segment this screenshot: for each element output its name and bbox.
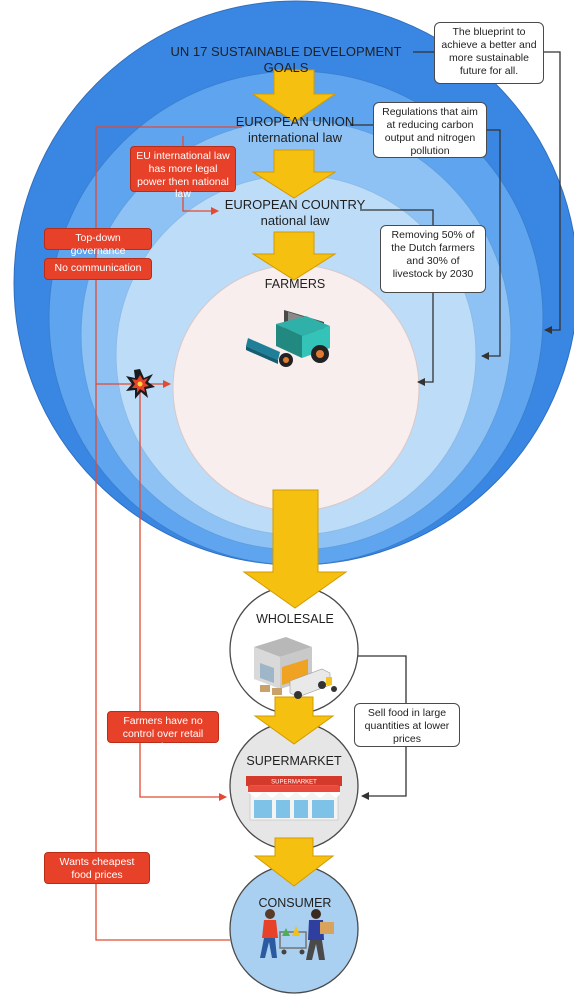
no-control-issue: Farmers have no control over retail pric… bbox=[107, 711, 219, 753]
flow-arrow-farmers-to-wholesale bbox=[242, 489, 348, 609]
supermarket-storefront-icon: SUPERMARKET bbox=[246, 776, 342, 821]
connector-regulations bbox=[481, 129, 501, 360]
eu-subtitle: international law bbox=[248, 130, 342, 145]
farmers-label: FARMERS bbox=[264, 277, 326, 291]
supermarket-sign-text: SUPERMARKET bbox=[271, 780, 317, 786]
warehouse-icon bbox=[254, 637, 337, 699]
supermarket-label: SUPERMARKET bbox=[246, 754, 342, 768]
flow-arrow-eu-to-country bbox=[251, 149, 337, 199]
removing-note: Removing 50% of the Dutch farmers and 30… bbox=[380, 225, 486, 293]
un-goals-label: UN 17 SUSTAINABLE DEVELOPMENT GOALS bbox=[170, 44, 402, 75]
connector-removing bbox=[417, 256, 434, 386]
eu-law-power-issue: EU international law has more legal powe… bbox=[130, 146, 236, 200]
consumer-label: CONSUMER bbox=[258, 896, 332, 910]
cheapest-prices-issue: Wants cheapest food prices bbox=[44, 852, 150, 884]
flow-arrow-un-to-eu bbox=[251, 69, 337, 123]
combine-harvester-icon bbox=[246, 310, 330, 367]
connector-country-to-removing bbox=[360, 209, 434, 225]
shoppers-with-cart-icon bbox=[260, 909, 334, 960]
country-subtitle: national law bbox=[260, 213, 330, 228]
no-communication-issue: No communication bbox=[44, 258, 152, 280]
flow-arrow-wholesale-to-supermarket bbox=[253, 696, 335, 745]
blueprint-note: The blueprint to achieve a better and mo… bbox=[434, 22, 544, 84]
connector-supermarket-to-farmers bbox=[139, 384, 227, 801]
wholesale-label: WHOLESALE bbox=[256, 612, 334, 626]
connector-blueprint bbox=[543, 51, 561, 334]
connector-consumer-to-farmers bbox=[95, 384, 230, 941]
flow-arrow-country-to-farmers bbox=[251, 231, 337, 281]
country-title: EUROPEAN COUNTRY bbox=[224, 197, 366, 212]
flow-arrows bbox=[242, 69, 348, 887]
top-down-governance-issue: Top-down governance bbox=[44, 228, 152, 257]
eu-title: EUROPEAN UNION bbox=[235, 114, 355, 129]
flow-arrow-supermarket-to-consumer bbox=[253, 837, 335, 887]
conflict-explosion-icon bbox=[126, 369, 155, 399]
regulations-note: Regulations that aim at reducing carbon … bbox=[373, 102, 487, 158]
sell-food-note: Sell food in large quantities at lower p… bbox=[354, 703, 460, 747]
farmers-core bbox=[172, 264, 420, 512]
